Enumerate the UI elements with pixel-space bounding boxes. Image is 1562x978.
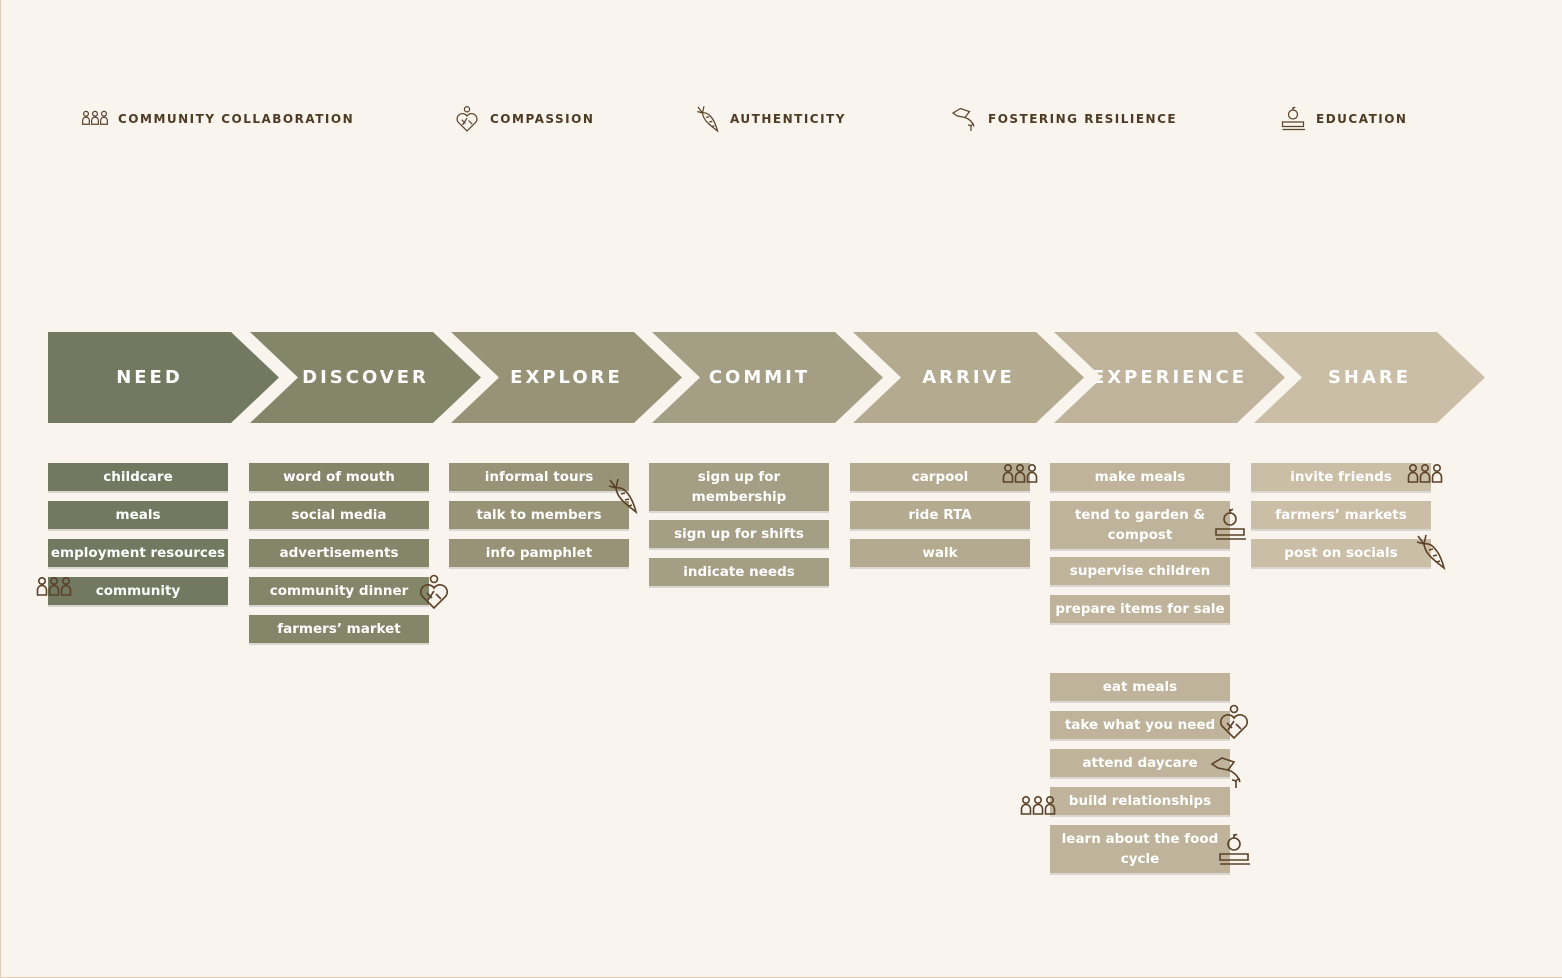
legend-item-fostering-resilience: FOSTERING RESILIENCE bbox=[950, 104, 1177, 134]
stage-explore: EXPLORE bbox=[451, 332, 682, 423]
card-advertisements: advertisements bbox=[249, 539, 429, 567]
card-prepare-items: prepare items for sale bbox=[1050, 595, 1230, 623]
card-build-relationships: build relationships bbox=[1050, 787, 1230, 815]
community-collaboration-icon bbox=[80, 104, 110, 134]
education-icon bbox=[1278, 104, 1308, 134]
stage-label: DISCOVER bbox=[302, 367, 429, 388]
card-walk: walk bbox=[850, 539, 1030, 567]
compassion-icon bbox=[414, 572, 454, 612]
stage-label: EXPLORE bbox=[510, 367, 623, 388]
stage-label: SHARE bbox=[1327, 367, 1412, 388]
education-icon bbox=[1210, 505, 1250, 545]
card-post-on-socials: post on socials bbox=[1251, 539, 1431, 567]
card-carpool: carpool bbox=[850, 463, 1030, 491]
card-invite-friends: invite friends bbox=[1251, 463, 1431, 491]
stage-label: NEED bbox=[116, 367, 183, 388]
card-eat-meals: eat meals bbox=[1050, 673, 1230, 701]
card-sign-up-shifts: sign up for shifts bbox=[649, 520, 829, 548]
legend-item-compassion: COMPASSION bbox=[452, 104, 594, 134]
card-info-pamphlet: info pamphlet bbox=[449, 539, 629, 567]
card-attend-daycare: attend daycare bbox=[1050, 749, 1230, 777]
legend-label: EDUCATION bbox=[1316, 112, 1408, 126]
authenticity-icon bbox=[1410, 532, 1450, 572]
card-learn-food-cycle: learn about the food cycle bbox=[1050, 825, 1230, 873]
card-farmers-market: farmers’ market bbox=[249, 615, 429, 643]
card-community-dinner: community dinner bbox=[249, 577, 429, 605]
card-farmers-markets: farmers’ markets bbox=[1251, 501, 1431, 529]
card-sign-up-membership: sign up for membership bbox=[649, 463, 829, 511]
card-social-media: social media bbox=[249, 501, 429, 529]
legend-label: COMPASSION bbox=[490, 112, 595, 126]
legend-item-community-collaboration: COMMUNITY COLLABORATION bbox=[80, 104, 354, 134]
community-collaboration-icon bbox=[1018, 787, 1058, 827]
card-childcare: childcare bbox=[48, 463, 228, 491]
legend-label: FOSTERING RESILIENCE bbox=[988, 112, 1178, 126]
stage-label: COMMIT bbox=[708, 367, 811, 388]
community-collaboration-icon bbox=[34, 568, 74, 608]
legend-item-education: EDUCATION bbox=[1278, 104, 1407, 134]
compassion-icon bbox=[1214, 702, 1254, 742]
card-employment-resources: employment resources bbox=[48, 539, 228, 567]
card-meals: meals bbox=[48, 501, 228, 529]
card-community: community bbox=[48, 577, 228, 605]
fostering-resilience-icon bbox=[950, 104, 980, 134]
card-word-of-mouth: word of mouth bbox=[249, 463, 429, 491]
stage-label: ARRIVE bbox=[922, 367, 1015, 388]
stage-arrive: ARRIVE bbox=[853, 332, 1084, 423]
fostering-resilience-icon bbox=[1208, 752, 1248, 792]
community-collaboration-icon bbox=[1405, 455, 1445, 495]
stage-discover: DISCOVER bbox=[250, 332, 481, 423]
card-take-what-you-need: take what you need bbox=[1050, 711, 1230, 739]
legend-label: AUTHENTICITY bbox=[730, 112, 846, 126]
card-supervise-children: supervise children bbox=[1050, 557, 1230, 585]
legend-item-authenticity: AUTHENTICITY bbox=[692, 104, 846, 134]
card-indicate-needs: indicate needs bbox=[649, 558, 829, 586]
authenticity-icon bbox=[692, 104, 722, 134]
stage-need: NEED bbox=[48, 332, 279, 423]
community-collaboration-icon bbox=[1000, 455, 1040, 495]
stage-share: SHARE bbox=[1254, 332, 1485, 423]
card-talk-to-members: talk to members bbox=[449, 501, 629, 529]
stage-commit: COMMIT bbox=[652, 332, 883, 423]
education-icon bbox=[1214, 830, 1254, 870]
stage-experience: EXPERIENCE bbox=[1054, 332, 1285, 423]
legend-label: COMMUNITY COLLABORATION bbox=[118, 112, 355, 126]
card-informal-tours: informal tours bbox=[449, 463, 629, 491]
authenticity-icon bbox=[602, 476, 642, 516]
card-tend-garden: tend to garden & compost bbox=[1050, 501, 1230, 549]
card-ride-rta: ride RTA bbox=[850, 501, 1030, 529]
card-make-meals: make meals bbox=[1050, 463, 1230, 491]
compassion-icon bbox=[452, 104, 482, 134]
stage-label: EXPERIENCE bbox=[1091, 367, 1248, 388]
